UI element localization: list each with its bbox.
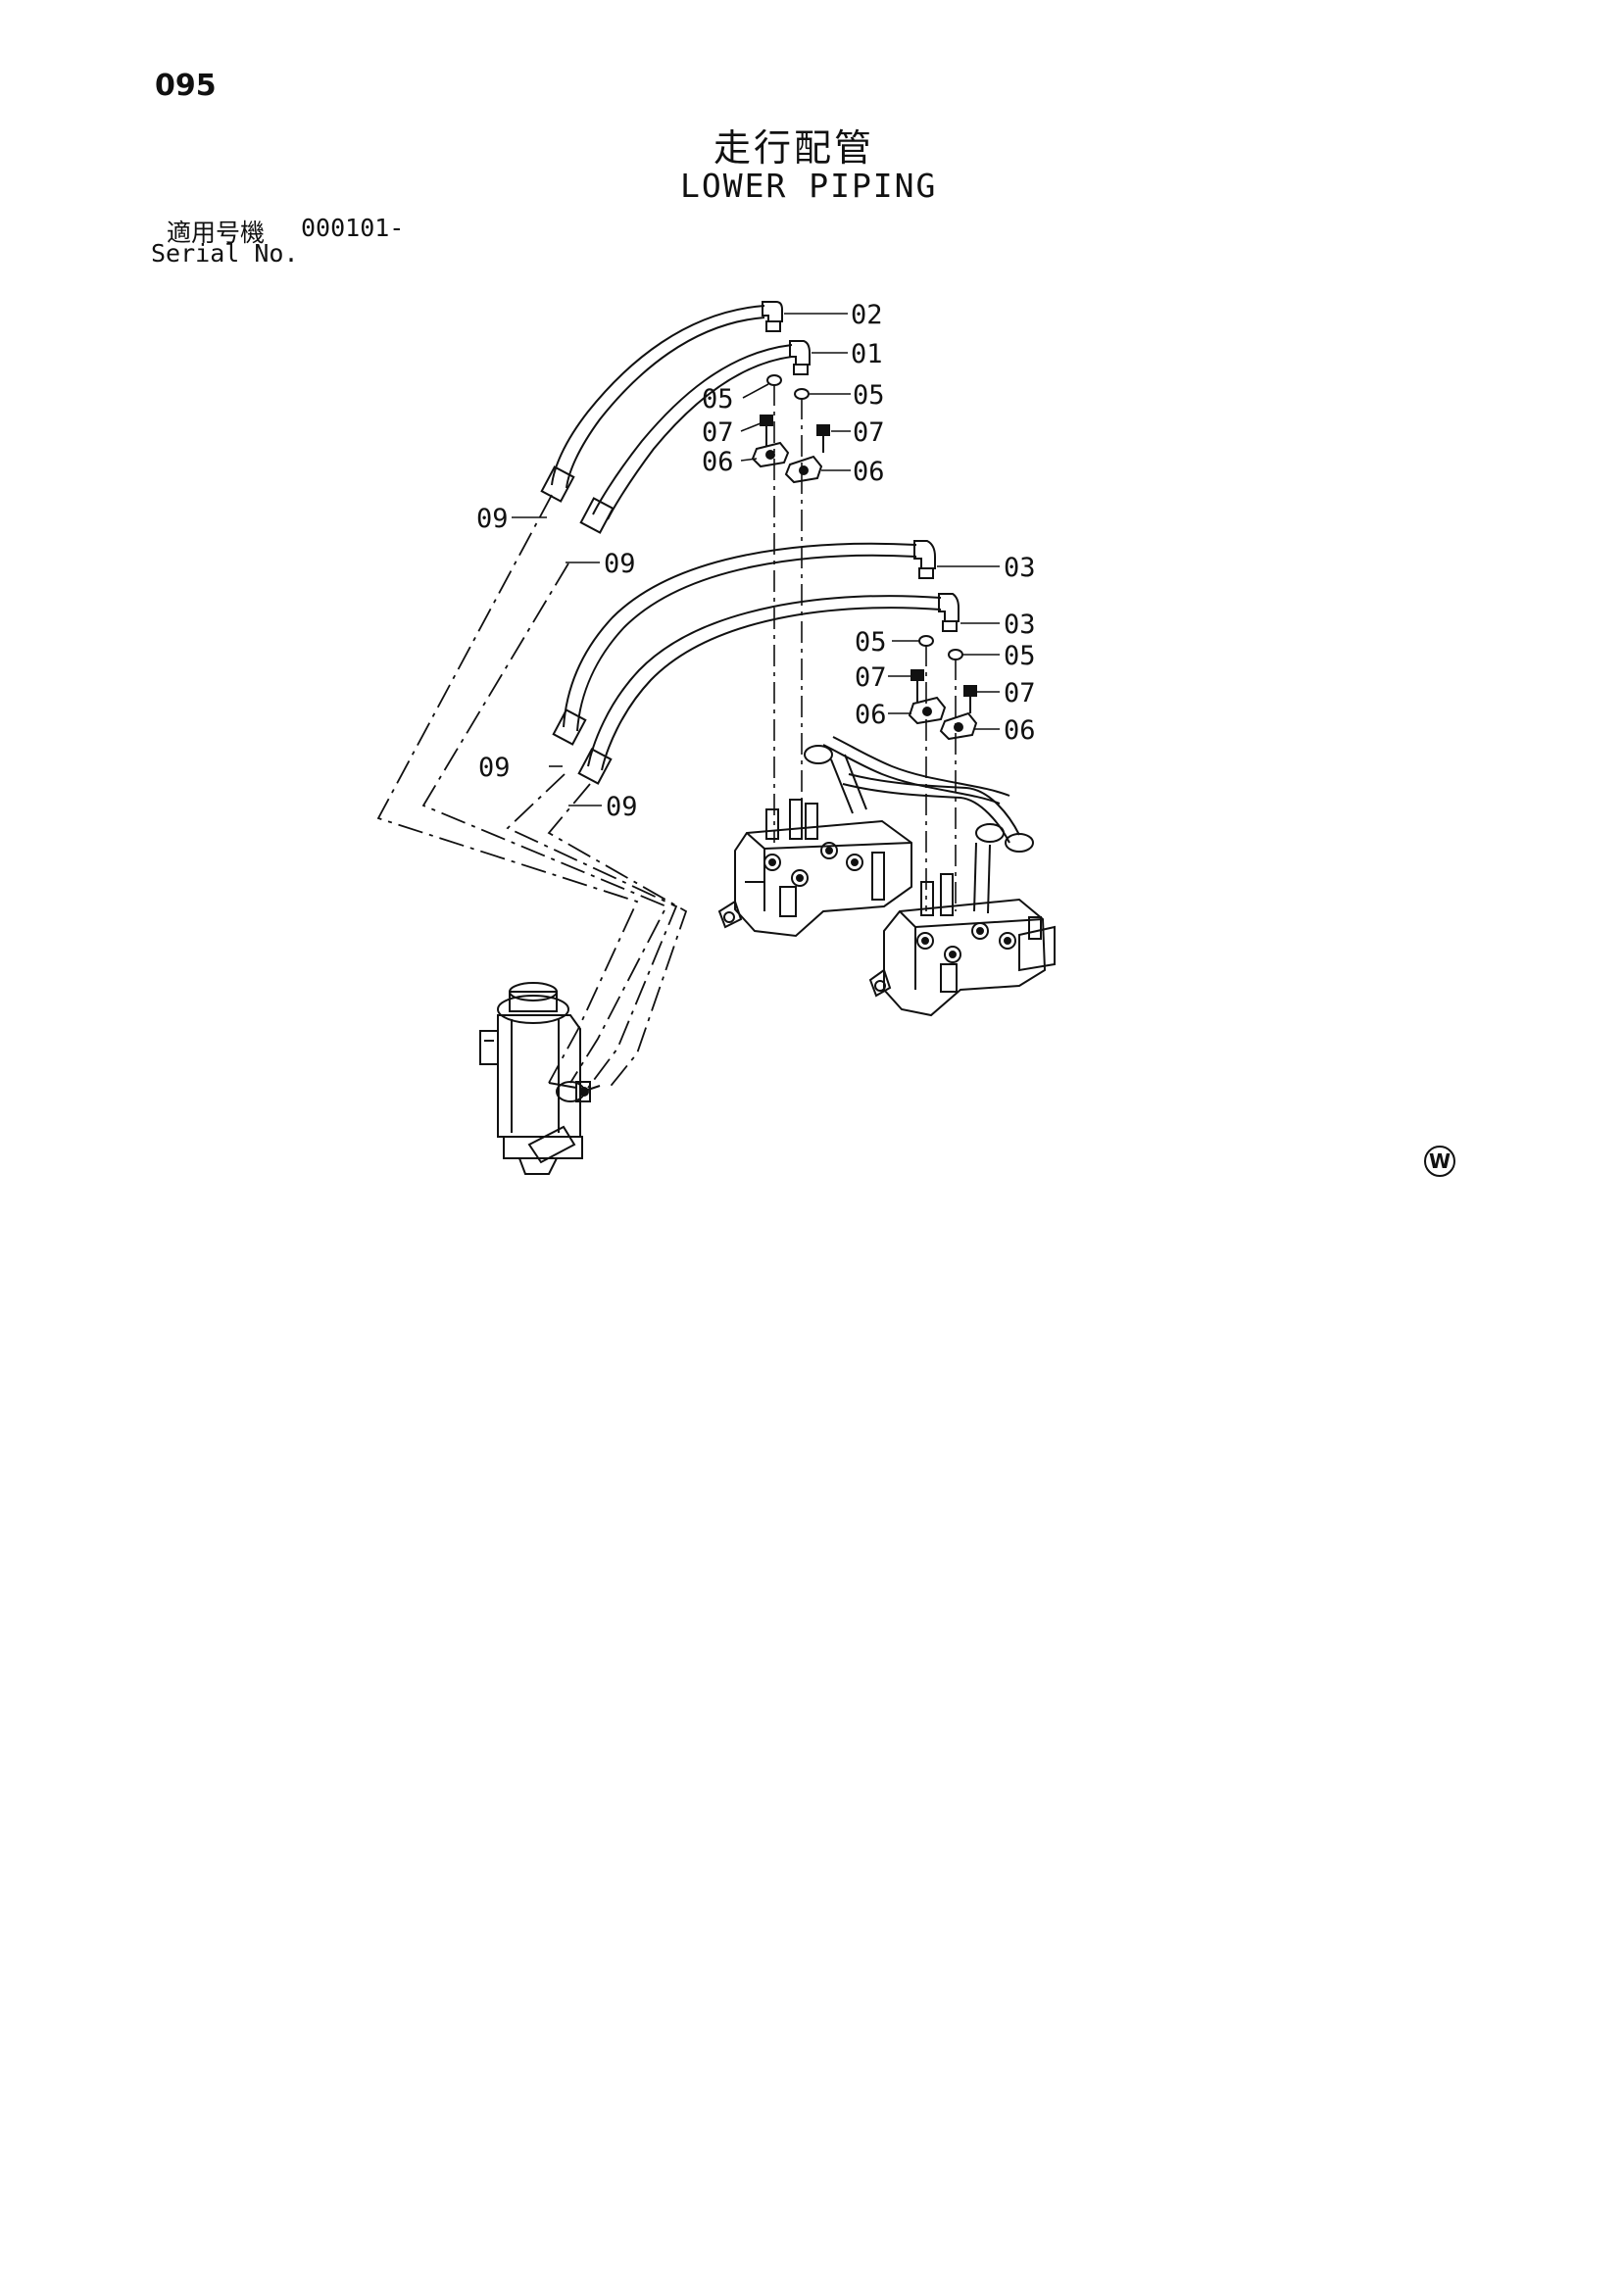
elbow-fitting-01 <box>789 340 811 375</box>
callout-06-b: 06 <box>853 457 885 487</box>
elbow-fitting-03-b <box>938 593 960 632</box>
callout-09-a: 09 <box>476 504 509 534</box>
split-flange-06-b <box>784 455 823 484</box>
control-valve-block-1 <box>717 799 912 938</box>
callout-05-c: 05 <box>855 627 887 658</box>
callout-05-a: 05 <box>702 384 734 415</box>
elbow-fitting-03-a <box>913 540 936 579</box>
o-ring-05-d <box>948 649 963 660</box>
hose-01 <box>592 344 793 520</box>
serial-label-english: Serial No. <box>151 239 299 268</box>
hose-03-upper <box>563 542 917 732</box>
split-flange-06-a <box>751 441 790 468</box>
callout-07-a: 07 <box>702 417 734 448</box>
bolt-07-d <box>963 685 977 713</box>
callout-07-b: 07 <box>853 417 885 448</box>
elbow-fitting-02 <box>762 301 783 332</box>
serial-label-japanese: 適用号機 <box>167 219 266 247</box>
callout-09-c: 09 <box>478 753 511 783</box>
bolt-07-c <box>910 669 924 702</box>
callout-01: 01 <box>851 339 883 369</box>
callout-09-b: 09 <box>604 549 636 579</box>
center-joint <box>479 982 601 1175</box>
w-mark-circle <box>1424 1146 1455 1177</box>
w-mark-letter: W <box>1429 1149 1451 1173</box>
serial-number-value: 000101- <box>301 214 405 242</box>
bolt-07-a <box>760 415 773 447</box>
page-number: 095 <box>155 69 217 103</box>
control-valve-block-2 <box>868 873 1056 1017</box>
callout-09-d: 09 <box>606 792 638 822</box>
callout-06-a: 06 <box>702 447 734 477</box>
callout-03-a: 03 <box>1004 553 1036 583</box>
routing-center-lines <box>376 494 688 1091</box>
hose-03-lower <box>587 595 942 771</box>
bolt-07-b <box>816 424 830 453</box>
o-ring-05-c <box>918 635 934 647</box>
leader-lines <box>512 313 1000 806</box>
hose-02 <box>551 305 765 489</box>
o-ring-05-a <box>766 374 782 386</box>
page-title-english: LOWER PIPING <box>680 167 938 205</box>
page-title-japanese: 走行配管 <box>714 126 875 170</box>
callout-03-b: 03 <box>1004 610 1036 640</box>
split-flange-06-c <box>908 696 947 725</box>
callout-05-b: 05 <box>853 380 885 411</box>
callout-06-c: 06 <box>855 700 887 730</box>
split-flange-06-d <box>939 711 978 741</box>
callout-05-d: 05 <box>1004 641 1036 671</box>
callout-07-c: 07 <box>855 662 887 693</box>
callout-06-d: 06 <box>1004 715 1036 746</box>
callout-07-d: 07 <box>1004 678 1036 708</box>
callout-02: 02 <box>851 300 883 330</box>
o-ring-05-b <box>794 388 810 400</box>
